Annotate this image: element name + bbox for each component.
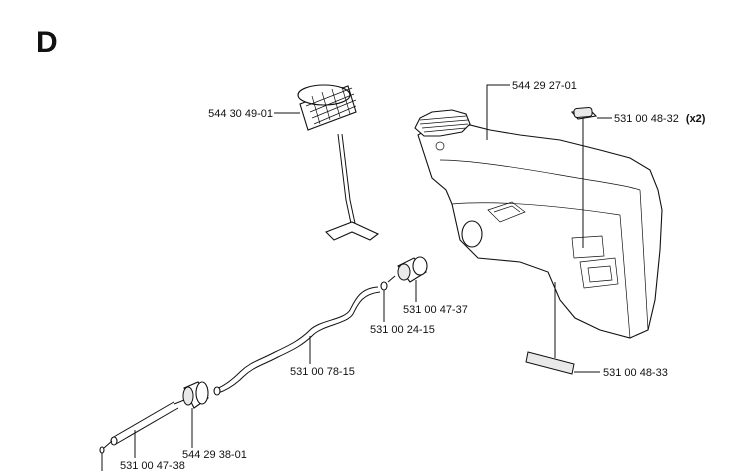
damper-bottom-drawing[interactable] (525, 351, 575, 375)
qty-label: (x2) (686, 113, 706, 125)
fuel-hose-drawing[interactable] (213, 286, 381, 396)
callout-hose-end: 531 00 47-38 (120, 460, 185, 471)
callout-fuel-filter: 531 00 47-37 (403, 304, 468, 316)
callout-fuel-cap: 544 30 49-01 (208, 108, 273, 120)
callout-fuel-hose: 531 00 78-15 (290, 366, 355, 378)
leader-lines (101, 84, 612, 471)
hose-ring-drawing[interactable] (380, 281, 388, 291)
fuel-filter-drawing[interactable] (387, 256, 428, 283)
callout-labels: 544 30 49-01 544 29 27-01 531 00 48-32 (… (120, 80, 706, 471)
callout-grommet: 544 29 38-01 (182, 449, 247, 461)
callout-damper-top: 531 00 48-32 (x2) (614, 113, 706, 125)
callout-damper-bottom: 531 00 48-33 (603, 367, 668, 379)
callout-hose-ring: 531 00 24-15 (370, 324, 435, 336)
damper-top-drawing[interactable] (570, 106, 598, 120)
section-letter: D (36, 26, 58, 59)
hose-end-drawing[interactable] (99, 401, 179, 454)
grommet-drawing[interactable] (173, 381, 209, 409)
fuel-tank-drawing[interactable] (414, 109, 663, 339)
fuel-cap-drawing[interactable] (297, 84, 380, 241)
callout-fuel-tank: 544 29 27-01 (512, 80, 577, 92)
